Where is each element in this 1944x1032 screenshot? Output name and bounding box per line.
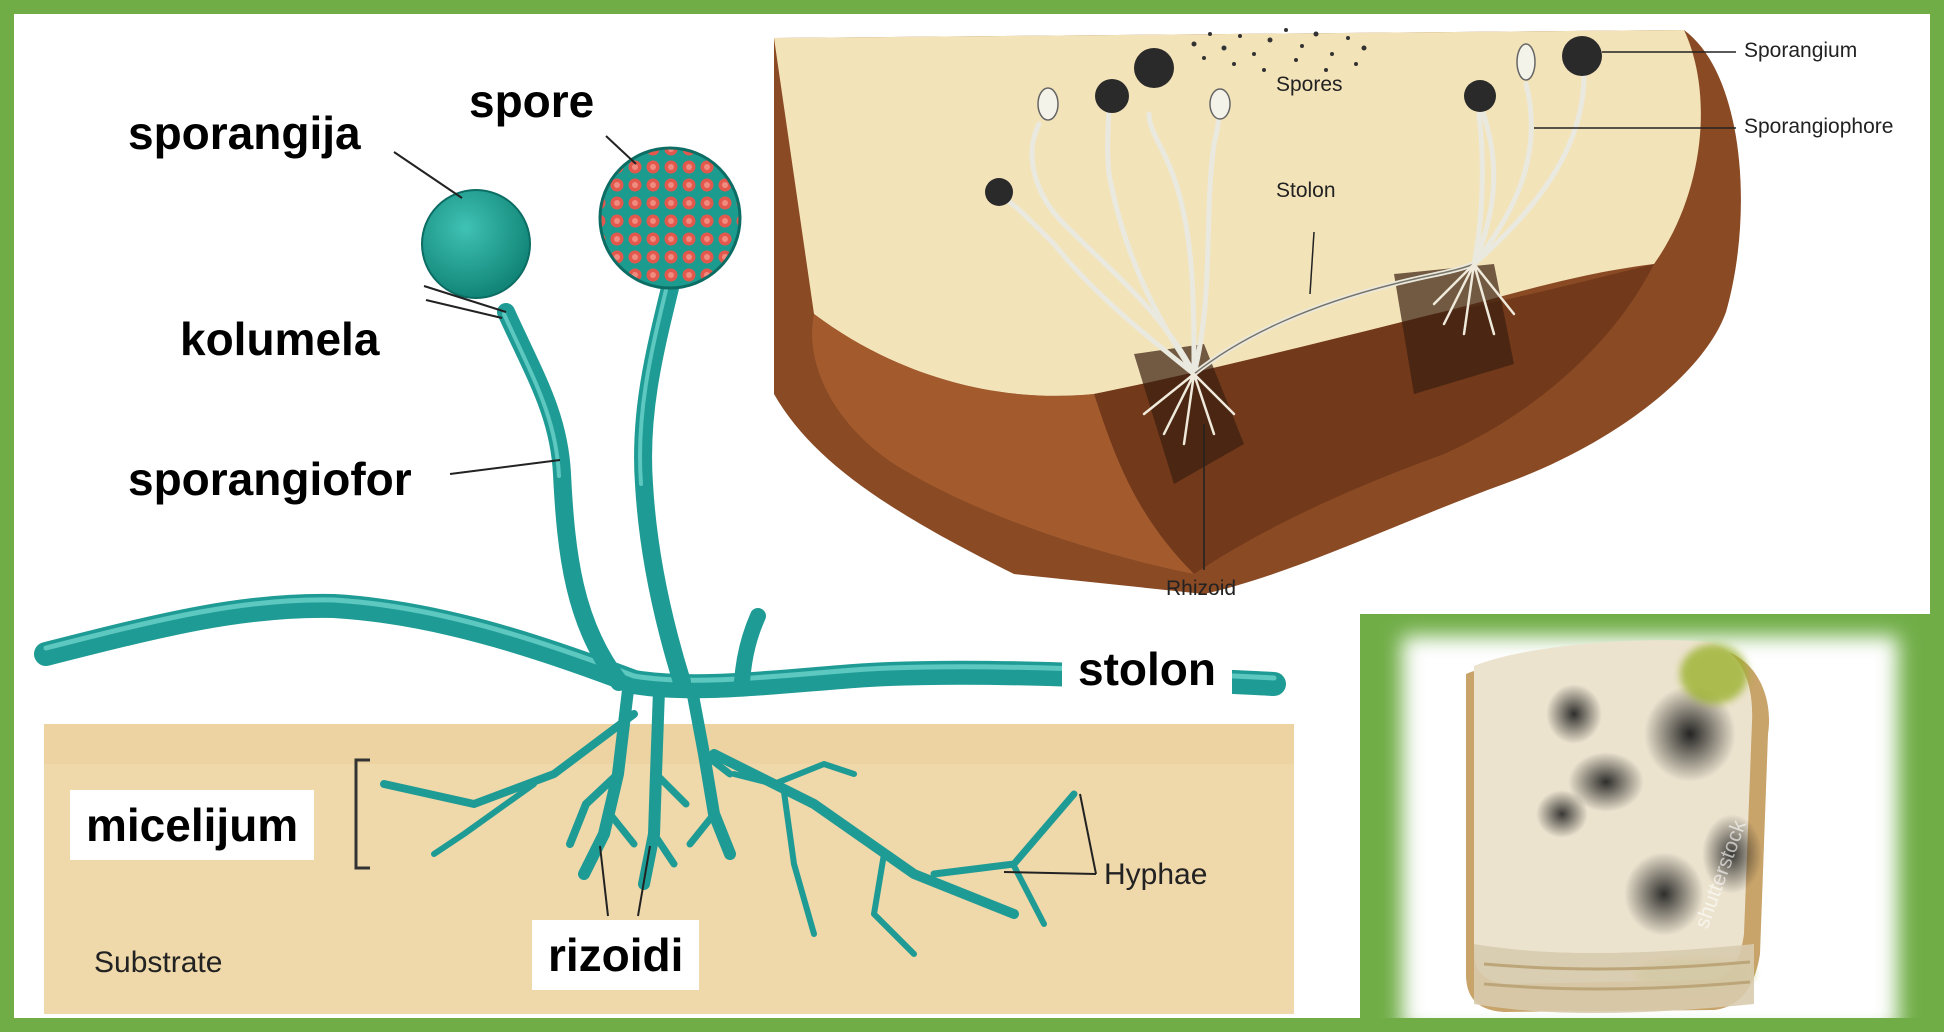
bread-illustration	[774, 30, 1741, 594]
label-bread-stolon: Stolon	[1276, 180, 1336, 201]
label-sporangiofor: sporangiofor	[128, 456, 412, 502]
label-hyphae: Hyphae	[1104, 860, 1207, 890]
sporangiophores	[504, 288, 758, 682]
label-sporangiophore: Sporangiophore	[1744, 116, 1893, 137]
label-sporangija: sporangija	[128, 110, 361, 156]
label-substrate: Substrate	[94, 948, 222, 978]
artwork	[14, 14, 1944, 1032]
moldy-bread-photo	[1360, 614, 1944, 1032]
label-stolon: stolon	[1062, 634, 1232, 704]
label-rizoidi: rizoidi	[532, 920, 699, 990]
label-micelijum: micelijum	[70, 790, 314, 860]
label-sporangium: Sporangium	[1744, 40, 1857, 61]
label-spores: Spores	[1276, 74, 1343, 95]
label-rhizoid: Rhizoid	[1166, 578, 1236, 599]
label-kolumela: kolumela	[180, 316, 379, 362]
label-spore: spore	[469, 78, 594, 124]
open-sporangium-with-spores	[594, 144, 746, 294]
